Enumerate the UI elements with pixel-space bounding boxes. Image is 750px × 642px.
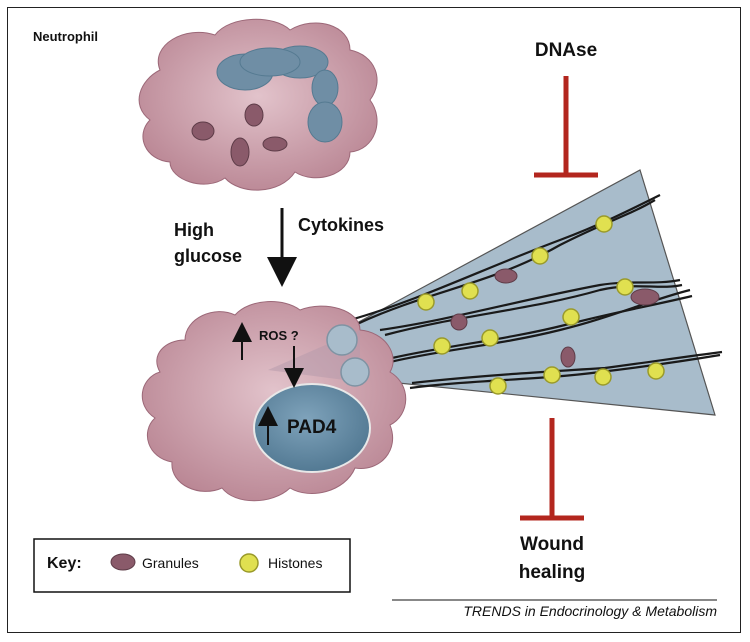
histone [489, 377, 507, 395]
wound-label: Wound [520, 534, 584, 555]
key-title: Key: [47, 555, 82, 572]
activated-neutrophil [141, 301, 407, 502]
histone [433, 337, 451, 355]
healing-label: healing [519, 562, 586, 583]
histone [531, 247, 549, 265]
cytokines-label: Cytokines [298, 215, 384, 235]
histone [594, 368, 612, 386]
histone-key-icon [239, 553, 259, 573]
pad4-label: PAD4 [287, 417, 337, 438]
granule [560, 346, 576, 368]
journal-footer: TRENDS in Endocrinology & Metabolism [463, 603, 717, 619]
dnase-inhibition [534, 76, 598, 178]
lobed-nucleus [216, 45, 343, 143]
granule [494, 268, 518, 284]
high-label: High [174, 220, 214, 240]
net-histones [417, 215, 665, 395]
granule [630, 288, 660, 306]
granules-key-label: Granules [142, 555, 199, 571]
dnase-label: DNAse [535, 40, 597, 61]
granule [450, 313, 468, 331]
histone [417, 293, 435, 311]
wound-healing-inhibition [520, 418, 584, 521]
granule-key-icon [110, 553, 136, 571]
key-legend: Key: Granules Histones [33, 538, 351, 593]
ros-label: ROS ? [259, 328, 299, 343]
histone [543, 366, 561, 384]
extruding-vesicles [326, 324, 370, 387]
resting-neutrophil [138, 18, 378, 191]
net-granules [450, 268, 660, 368]
neutrophil-label: Neutrophil [33, 29, 98, 44]
histone [647, 362, 665, 380]
histone [461, 282, 479, 300]
histones-key-label: Histones [268, 555, 322, 571]
figure-frame [7, 7, 741, 633]
histone [595, 215, 613, 233]
histone [481, 329, 499, 347]
histone [562, 308, 580, 326]
pad4-nucleus [253, 383, 371, 473]
resting-granules [191, 103, 288, 167]
glucose-label: glucose [174, 246, 242, 266]
histone [616, 278, 634, 296]
